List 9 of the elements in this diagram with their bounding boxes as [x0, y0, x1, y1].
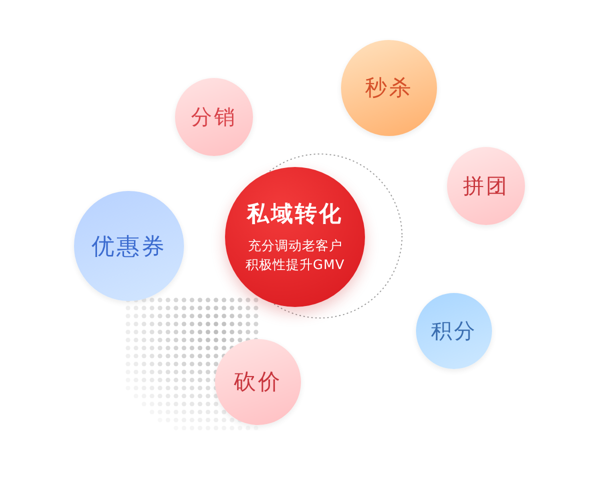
- circle-title: 砍价: [234, 369, 282, 397]
- feature-circle: [215, 339, 301, 425]
- circle-title: 秒杀: [365, 75, 413, 103]
- circle-title: 优惠券: [92, 232, 166, 262]
- circle-subtitle: 充分调动老客户积极性提升GMV: [244, 238, 346, 275]
- circle-title: 私域转化: [247, 201, 343, 229]
- circle-title: 拼团: [463, 173, 509, 200]
- circle-title: 积分: [431, 318, 477, 345]
- circle-title: 分销: [191, 104, 237, 131]
